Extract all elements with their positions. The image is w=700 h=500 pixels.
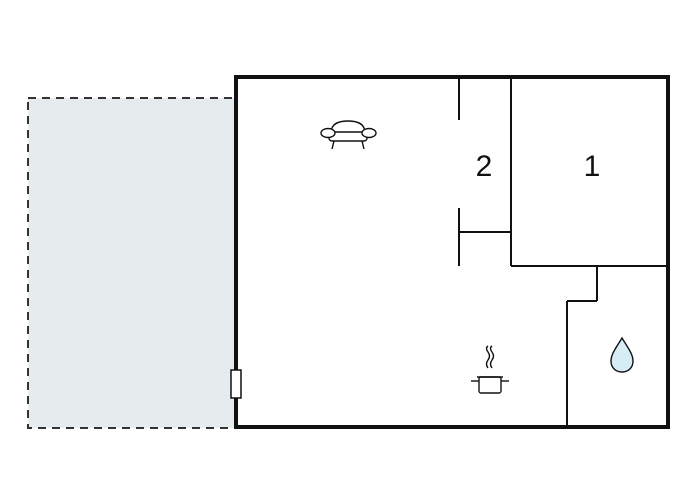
interior-walls (458, 77, 668, 427)
cooking-pot-icon (471, 345, 509, 394)
outer-walls (234, 75, 670, 429)
water-drop-icon (610, 336, 634, 373)
terrace-area (27, 97, 237, 429)
room-number-2: 2 (476, 150, 493, 183)
room-number-1: 1 (584, 150, 601, 183)
sofa-icon (320, 120, 377, 150)
entrance-door (230, 369, 242, 399)
